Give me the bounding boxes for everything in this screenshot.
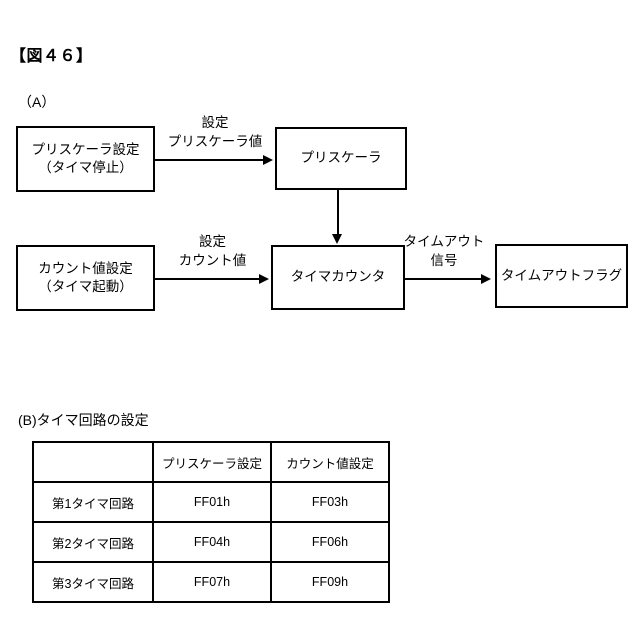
table-cell-count: FF09h [270,561,390,603]
edge-label-set-count-value: 設定 カウント値 [160,233,265,271]
table-row: 第1タイマ回路 FF01h FF03h [32,481,390,523]
table-row-label: 第2タイマ回路 [32,521,154,563]
node-prescaler-setting-line2: （タイマ停止） [38,160,133,175]
table-header-corner [32,441,154,483]
node-timeout-flag: タイムアウトフラグ [495,244,628,308]
table-cell-prescaler: FF01h [152,481,272,523]
arrow-head-right-icon [263,155,273,165]
edge-label-set-prescaler-value-line1: 設定 [201,115,229,130]
arrow-head-right-icon [481,274,491,284]
connector-count-setting-to-timer-counter [155,278,261,280]
node-count-value-setting: カウント値設定 （タイマ起動） [16,245,155,311]
table-header-row: プリスケーラ設定 カウント値設定 [32,441,390,483]
table-cell-count: FF06h [270,521,390,563]
node-count-value-setting-line2: （タイマ起動） [38,279,133,294]
edge-label-set-count-value-line2: カウント値 [178,252,247,268]
node-timer-counter: タイマカウンタ [271,245,405,310]
table-row-label: 第3タイマ回路 [32,561,154,603]
edge-label-set-prescaler-value-line2: プリスケーラ値 [167,133,263,149]
table-cell-prescaler: FF07h [152,561,272,603]
figure-title: 【図４６】 [10,48,93,65]
node-timeout-flag-line1: タイムアウトフラグ [500,267,623,283]
node-prescaler-setting-line1: プリスケーラ設定 [31,141,140,157]
section-a-label: （A） [18,94,56,110]
connector-prescaler-to-timer-counter [337,190,339,236]
table-row: 第2タイマ回路 FF04h FF06h [32,521,390,563]
node-prescaler-line1: プリスケーラ [300,150,382,166]
table-header-count-value-setting: カウント値設定 [270,441,390,483]
node-count-value-setting-line1: カウント値設定 [38,260,133,276]
edge-label-timeout-signal: タイムアウト 信号 [400,233,488,271]
arrow-head-down-icon [332,234,342,244]
node-prescaler: プリスケーラ [275,127,407,190]
node-prescaler-setting: プリスケーラ設定 （タイマ停止） [16,126,155,192]
table-cell-count: FF03h [270,481,390,523]
connector-timer-counter-to-timeout-flag [405,278,483,280]
connector-prescaler-setting-to-prescaler [155,159,265,161]
node-timer-counter-line1: タイマカウンタ [290,269,386,285]
table-row: 第3タイマ回路 FF07h FF09h [32,561,390,603]
timer-settings-table: プリスケーラ設定 カウント値設定 第1タイマ回路 FF01h FF03h 第2タ… [32,441,390,603]
edge-label-set-count-value-line1: 設定 [199,234,226,249]
edge-label-set-prescaler-value: 設定 プリスケーラ値 [160,114,270,152]
arrow-head-right-icon [259,274,269,284]
edge-label-timeout-signal-line2: 信号 [430,252,458,268]
table-row-label: 第1タイマ回路 [32,481,154,523]
section-b-label: (B)タイマ回路の設定 [18,412,149,428]
edge-label-timeout-signal-line1: タイムアウト [403,234,485,249]
table-header-prescaler-setting: プリスケーラ設定 [152,441,272,483]
table-cell-prescaler: FF04h [152,521,272,563]
